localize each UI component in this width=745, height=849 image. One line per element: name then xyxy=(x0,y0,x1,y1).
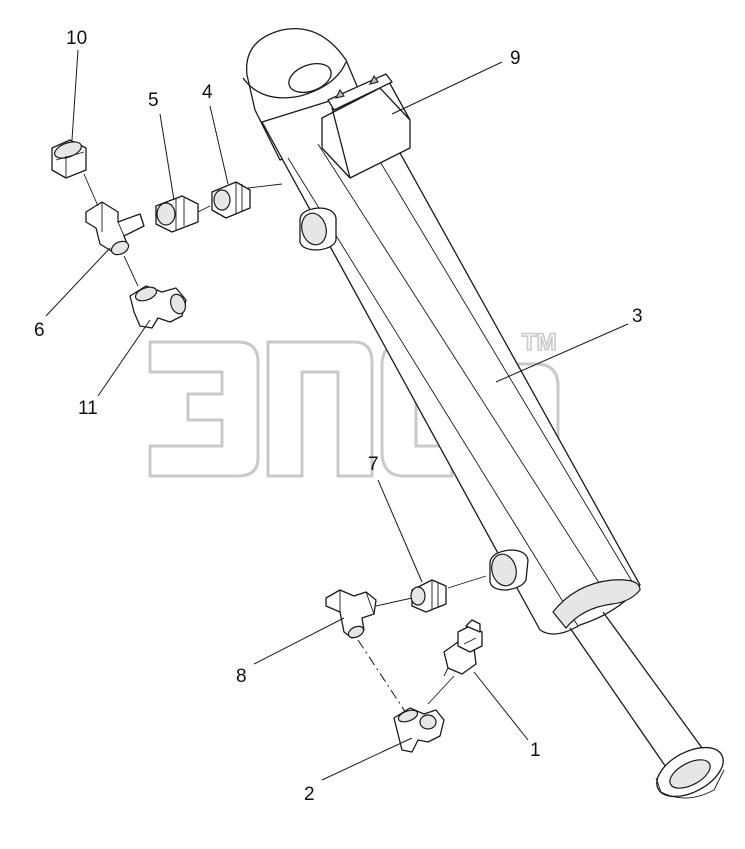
elbow-part-11 xyxy=(123,255,187,329)
tee-fitting-part-6 xyxy=(85,201,145,256)
callout-1: 1 xyxy=(530,740,541,761)
lower-connection-line xyxy=(447,575,487,589)
cap-part-10 xyxy=(51,139,99,207)
adapter-part-7 xyxy=(375,579,447,613)
callout-labels: 1 2 3 4 5 6 7 8 9 10 11 xyxy=(34,28,643,805)
watermark-trademark: TM xyxy=(522,329,557,356)
bracket-part-9 xyxy=(321,73,411,179)
callout-11: 11 xyxy=(78,398,98,419)
leader-lines xyxy=(45,49,629,781)
callout-8: 8 xyxy=(236,666,247,687)
tee-fitting-part-8 xyxy=(325,589,377,639)
upper-connection-line xyxy=(247,183,283,189)
callout-5: 5 xyxy=(148,90,159,111)
adapter-part-4 xyxy=(211,181,251,219)
callout-7: 7 xyxy=(368,454,379,475)
callout-2: 2 xyxy=(304,784,315,805)
callout-6: 6 xyxy=(34,320,45,341)
callout-4: 4 xyxy=(202,82,213,103)
lower-centre-line xyxy=(357,639,409,717)
callout-10: 10 xyxy=(66,28,87,49)
nut-part-5 xyxy=(155,195,211,233)
callout-9: 9 xyxy=(510,48,521,69)
callout-3: 3 xyxy=(632,306,643,327)
lower-port-boss xyxy=(489,549,529,591)
elbow-part-2 xyxy=(393,675,455,753)
cylinder-body xyxy=(242,28,725,799)
upper-port-boss xyxy=(299,207,337,251)
check-valve-part-1 xyxy=(443,619,483,677)
